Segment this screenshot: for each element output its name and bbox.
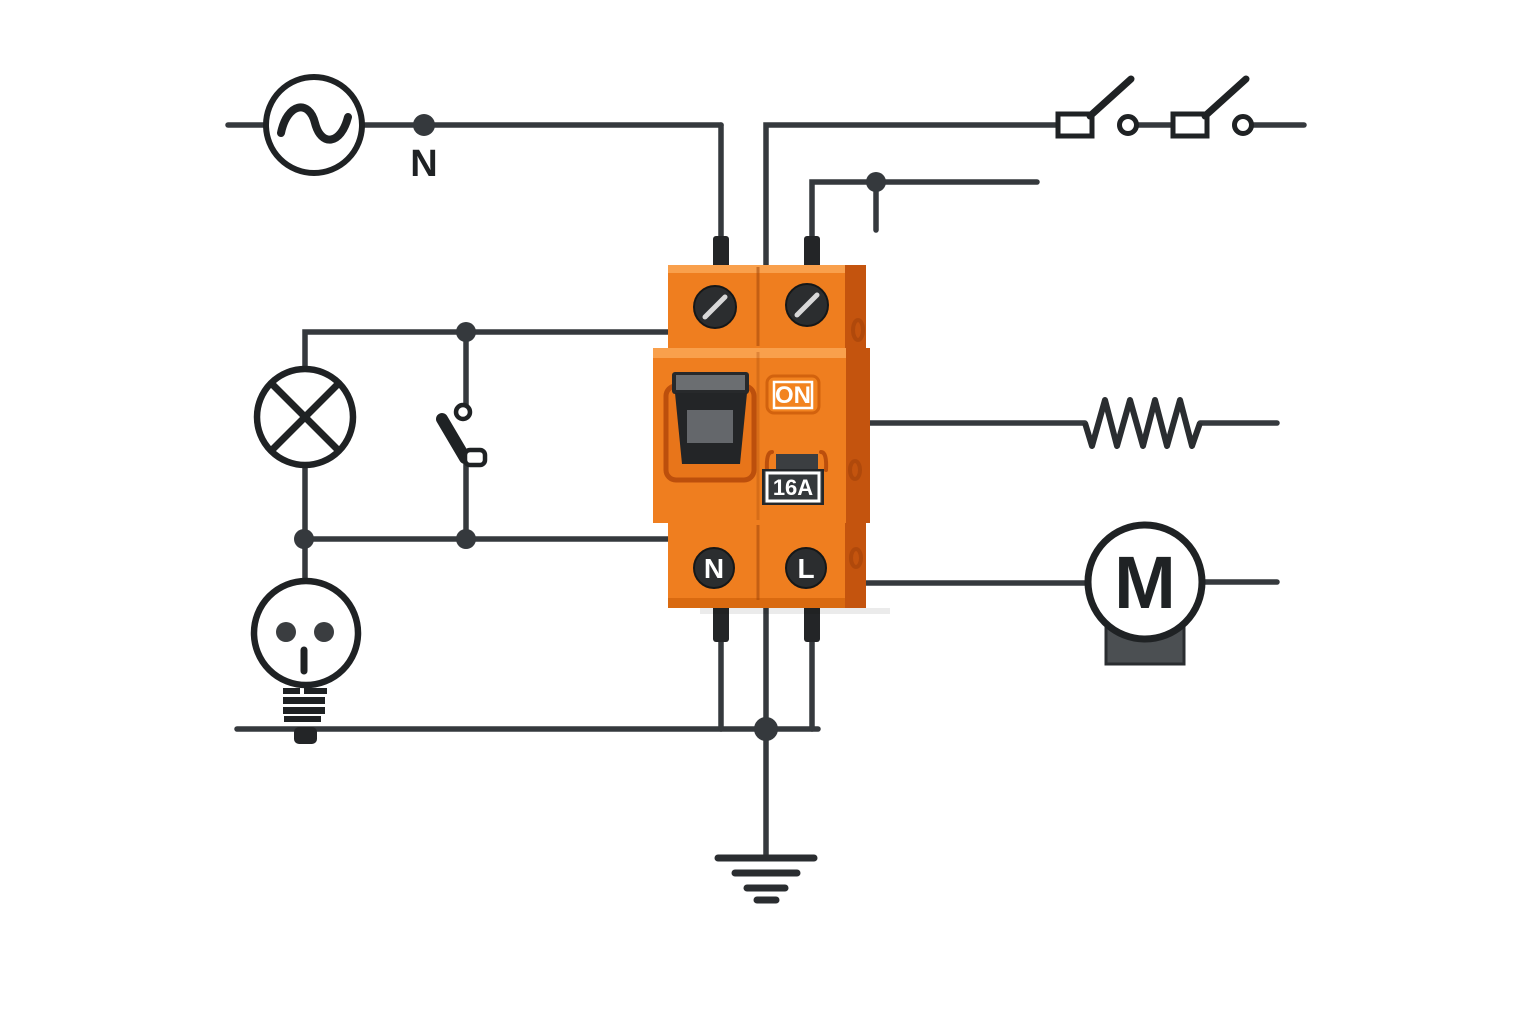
breaker-bottom-lip [668,598,845,608]
stub-bottom-right [804,604,820,642]
wiring [225,122,1307,860]
ground-junction-dot [754,717,778,741]
switch-bottom-junction-dot [456,529,476,549]
toggle-cap-strip [676,375,745,390]
on-badge-frame [765,374,821,415]
motor-circle [1084,521,1206,643]
socket-outlet-symbol [250,577,362,744]
terminal-n-circle [693,547,735,589]
wall-switch-pivot [453,402,473,422]
terminal-l-circle [785,547,827,589]
switch1-contact [1117,114,1139,136]
lamp-bottom-junction-dot [294,529,314,549]
stub-bottom-left [713,604,729,642]
neutral-junction-dot [413,114,435,136]
wire-lamp-top [302,329,671,373]
side-molding-marks [848,318,865,569]
isolator-switch-2 [1170,75,1254,139]
isolator-switch-1 [1055,75,1139,139]
screw-slot-left [702,294,728,320]
rating-hook-left [764,450,774,472]
stub-top-left [713,236,729,268]
breaker-shadow [700,608,890,614]
earth-ground-symbol [714,854,818,904]
rating-plate-bg [762,469,824,505]
lamp-top-junction-dot [456,322,476,342]
switch2-box [1170,111,1210,139]
screw-slot-right [794,292,820,318]
terminal-n-label: N [704,553,724,584]
on-badge: ON [765,374,821,415]
socket-bus-stub [294,727,317,744]
switch1-lever [1086,75,1135,120]
two-pole-circuit-breaker: ON 16A N L [653,265,890,614]
ac-source-symbol [263,74,365,176]
rating-label: 16A [773,475,813,500]
neutral-wire-label: N [410,143,437,185]
wall-switch-blade [436,413,471,464]
wire-live-branch [809,179,1040,255]
wall-switch-symbol [436,402,488,468]
socket-base-hatching [283,688,327,722]
rating-plate-border [765,471,821,503]
socket-circle [250,577,362,689]
on-badge-label: ON [775,382,811,409]
wire-top-to-switches [763,122,1061,269]
stub-top-right [804,236,820,268]
resistor-load-symbol [1082,397,1203,449]
rating-tab [776,454,818,472]
breaker-top-side [845,265,866,348]
lamp-symbol [253,365,357,469]
terminal-l-label: L [797,553,814,584]
wall-switch-tab [462,447,488,468]
switch1-box [1055,111,1095,139]
switch2-lever [1201,75,1250,120]
rating-plate: 16A [762,450,829,505]
sine-wave-icon [277,103,352,144]
motor-label: M [1114,541,1176,624]
rating-hook-right [819,450,829,472]
lamp-x-2 [269,381,341,453]
breaker-wire-stubs [713,236,820,642]
socket-pin-right [314,622,334,642]
motor-load-symbol: M [1084,521,1206,666]
breaker-main-side [846,348,870,523]
breaker-main-highlight [653,348,846,358]
toggle-window [687,410,733,443]
socket-pin-left [276,622,296,642]
junction-dots [294,114,886,741]
switch2-contact [1232,114,1254,136]
live-branch-junction-dot [866,172,886,192]
on-badge-inner-border [772,380,814,410]
